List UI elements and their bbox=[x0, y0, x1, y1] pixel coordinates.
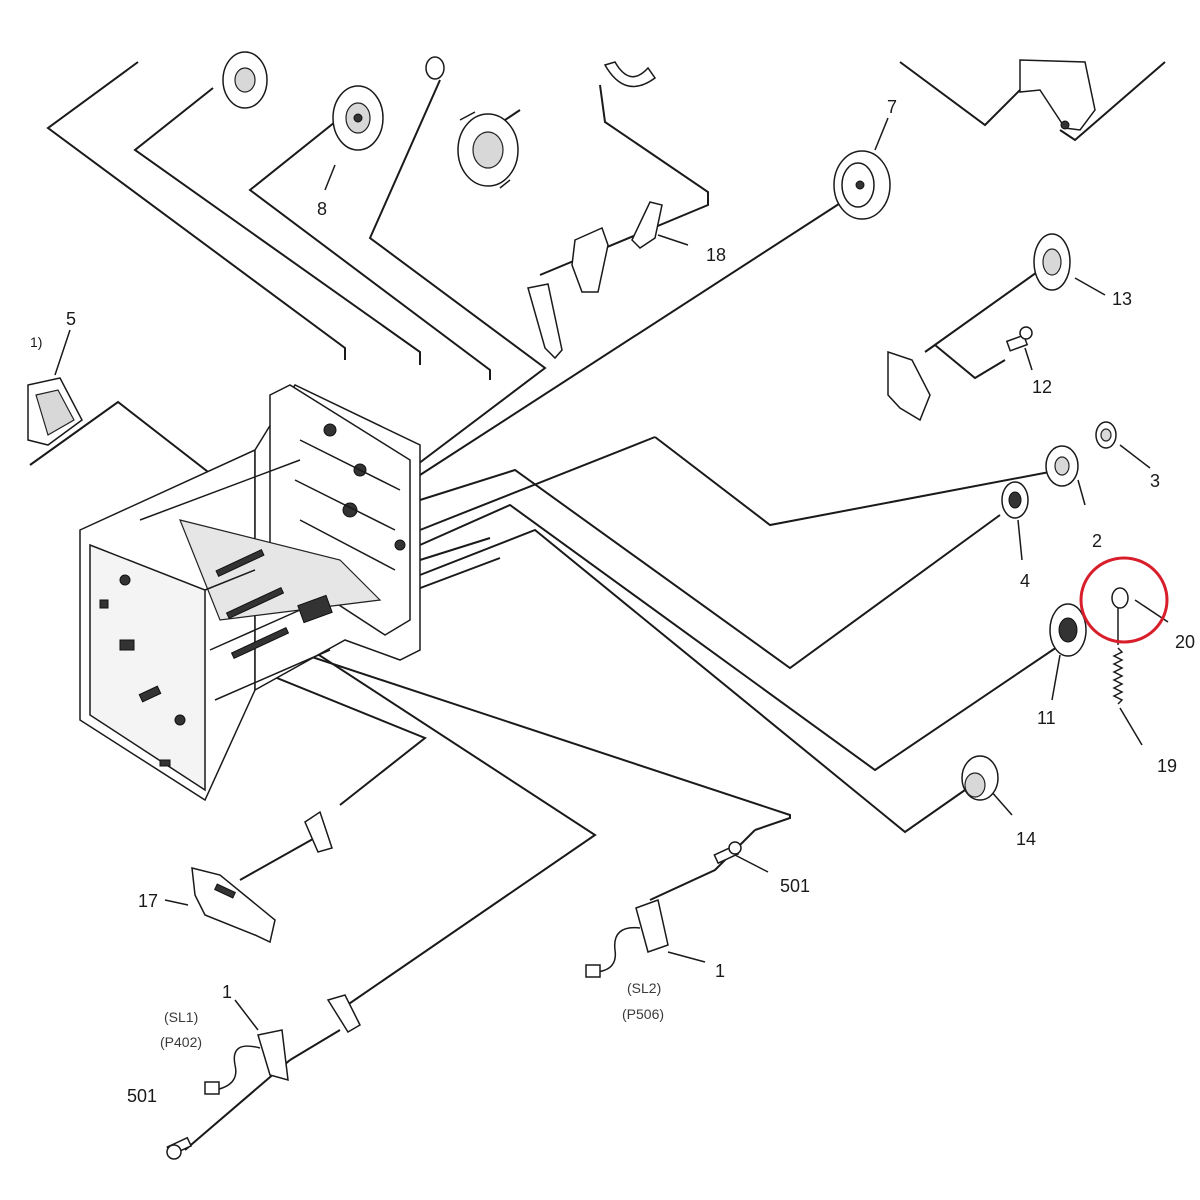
callout-3: 3 bbox=[1150, 471, 1160, 491]
callout-8: 8 bbox=[317, 199, 327, 219]
part-19-spring bbox=[1112, 647, 1124, 705]
part-5-bracket bbox=[27, 377, 83, 446]
connector-labels: (SL1) (P402) (SL2) (P506) bbox=[160, 980, 664, 1050]
gear-assembly-top bbox=[457, 111, 519, 189]
callout-1-paren: 1) bbox=[30, 334, 42, 350]
sensor-sl2 bbox=[585, 899, 669, 978]
part-7-pulley bbox=[833, 150, 891, 220]
callout-5: 5 bbox=[66, 309, 76, 329]
callout-1-left: 1 bbox=[222, 982, 232, 1002]
part-12-screw bbox=[1005, 326, 1033, 352]
callout-19: 19 bbox=[1157, 756, 1177, 776]
part-20-clip bbox=[1111, 587, 1129, 645]
callout-18: 18 bbox=[706, 245, 726, 265]
sensor-sl1 bbox=[204, 1029, 289, 1095]
callout-1-right: 1 bbox=[715, 961, 725, 981]
screw-501-lower bbox=[166, 1136, 193, 1160]
callout-14: 14 bbox=[1016, 829, 1036, 849]
part-13-gear bbox=[1033, 233, 1071, 291]
part-18-levers bbox=[527, 201, 663, 360]
callout-13: 13 bbox=[1112, 289, 1132, 309]
callout-12: 12 bbox=[1032, 377, 1052, 397]
callout-7: 7 bbox=[887, 97, 897, 117]
part-17-bracket bbox=[191, 867, 276, 944]
callout-20: 20 bbox=[1175, 632, 1195, 652]
leader-lines bbox=[29, 61, 1169, 1151]
part-3-bushing bbox=[1095, 421, 1117, 449]
highlight-circle-part-20 bbox=[1079, 556, 1169, 644]
plate-bracket-right bbox=[887, 350, 931, 422]
callout-11: 11 bbox=[1037, 708, 1056, 728]
callout-labels: 1 1 1) 2 3 4 5 7 8 11 12 13 14 17 18 19 … bbox=[30, 97, 1195, 1106]
callout-501-left: 501 bbox=[127, 1086, 157, 1106]
part-4-gear bbox=[1001, 481, 1029, 519]
label-sl1: (SL1) bbox=[164, 1009, 198, 1025]
bracket-top-right bbox=[1019, 59, 1096, 131]
part-14-bushing bbox=[961, 755, 999, 801]
clip-small-lower bbox=[304, 810, 333, 853]
callout-501-right: 501 bbox=[780, 876, 810, 896]
clip-lower-mid bbox=[326, 994, 361, 1034]
main-chassis-frame bbox=[79, 384, 421, 802]
part-11-gear bbox=[1049, 603, 1087, 657]
label-p506: (P506) bbox=[622, 1006, 664, 1022]
part-2-roller bbox=[1045, 445, 1079, 487]
arc-part-top bbox=[603, 61, 657, 88]
label-sl2: (SL2) bbox=[627, 980, 661, 996]
small-bushing-top bbox=[425, 56, 445, 80]
screw-501-upper bbox=[713, 841, 742, 865]
callout-4: 4 bbox=[1020, 571, 1030, 591]
callout-2: 2 bbox=[1092, 531, 1102, 551]
label-p402: (P402) bbox=[160, 1034, 202, 1050]
callout-17: 17 bbox=[138, 891, 158, 911]
part-8-gear bbox=[332, 85, 384, 151]
gear-top-left bbox=[222, 51, 268, 109]
